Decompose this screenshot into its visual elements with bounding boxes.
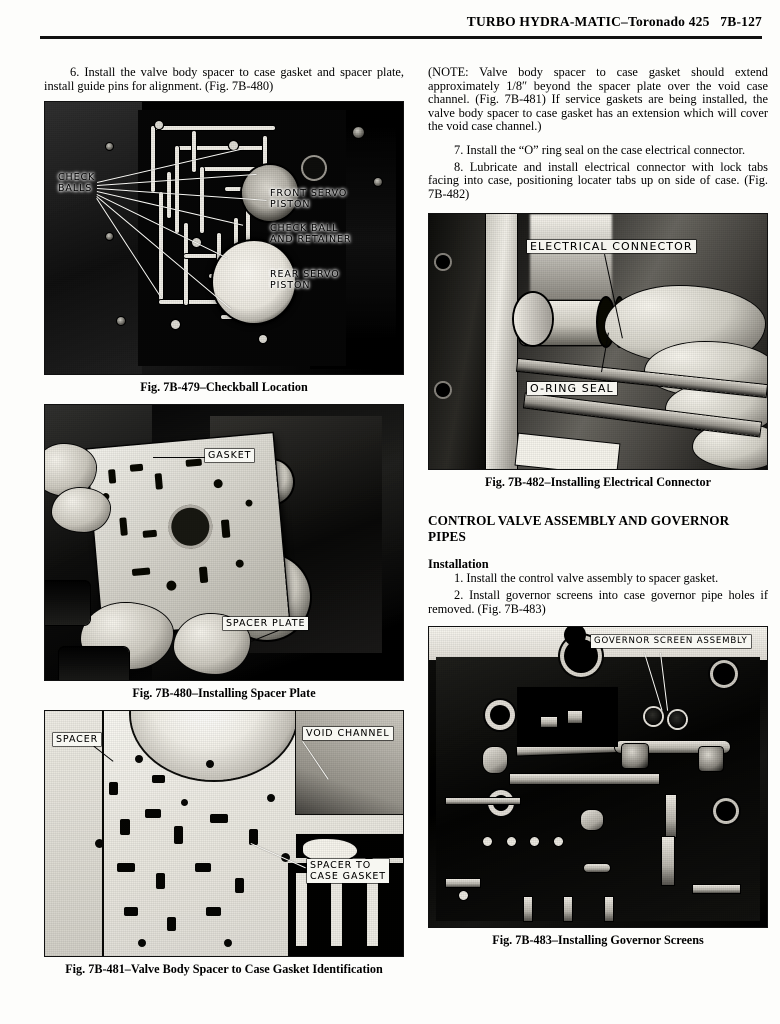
figure-7b-481: SPACER VOID CHANNEL SPACER TO CASE GASKE… [44,710,404,976]
label-void-channel: VOID CHANNEL [303,727,393,740]
label-front-servo-piston: FRONT SERVO PISTON [267,187,350,211]
figure-7b-482: ELECTRICAL CONNECTOR O-RING SEAL Fig. 7B… [428,213,768,489]
label-check-ball-retainer-line1: CHECK BALL [270,222,339,234]
label-check-ball-retainer-line2: AND RETAINER [270,234,352,246]
figure-7b-483-image: GOVERNOR SCREEN ASSEMBLY [429,627,767,928]
figure-7b-480-image: GASKET SPACER PLATE [45,405,403,681]
paragraph-step-2: 2. Install governor screens into case go… [428,587,768,616]
paragraph-note: (NOTE: Valve body spacer to case gasket … [428,65,768,134]
label-front-servo-line2: PISTON [270,199,311,211]
header-title: TURBO HYDRA-MATIC–Toronado 425 7B-127 [467,14,762,30]
label-check-balls: CHECK BALLS [55,171,98,195]
figure-7b-481-caption: Fig. 7B-481–Valve Body Spacer to Case Ga… [65,962,383,977]
label-spacer-plate: SPACER PLATE [223,617,309,630]
label-check-ball-and-retainer: CHECK BALL AND RETAINER [267,222,354,246]
figure-7b-480-caption: Fig. 7B-480–Installing Spacer Plate [132,686,316,701]
figure-7b-482-image: ELECTRICAL CONNECTOR O-RING SEAL [429,214,767,470]
label-spacer-to-case-line2: CASE GASKET [310,871,387,883]
figure-7b-480: GASKET SPACER PLATE Fig. 7B-480–Installi… [44,404,404,700]
page-header: TURBO HYDRA-MATIC–Toronado 425 7B-127 [40,14,762,42]
paragraph-step-6: 6. Install the valve body spacer to case… [44,65,404,93]
label-rear-servo-line2: PISTON [270,280,311,292]
page-number: 7B-127 [720,14,762,29]
left-column: 6. Install the valve body spacer to case… [44,65,404,976]
figure-7b-482-photo: ELECTRICAL CONNECTOR O-RING SEAL [428,213,768,471]
label-governor-screen-assembly: GOVERNOR SCREEN ASSEMBLY [591,635,751,648]
label-gasket: GASKET [205,449,255,462]
figure-7b-483-photo: GOVERNOR SCREEN ASSEMBLY [428,626,768,929]
label-spacer: SPACER [53,733,102,746]
right-column: (NOTE: Valve body spacer to case gasket … [428,65,768,947]
label-check-balls-line1: CHECK [58,171,96,183]
figure-7b-483: GOVERNOR SCREEN ASSEMBLY Fig. 7B-483–Ins… [428,626,768,947]
figure-7b-480-photo: GASKET SPACER PLATE [44,404,404,682]
label-rear-servo-line1: REAR SERVO [270,268,340,280]
paragraph-step-1: 1. Install the control valve assembly to… [454,571,719,586]
label-front-servo-line1: FRONT SERVO [270,187,348,199]
figure-7b-482-caption: Fig. 7B-482–Installing Electrical Connec… [484,475,712,490]
figure-7b-481-photo: SPACER VOID CHANNEL SPACER TO CASE GASKE… [44,710,404,958]
figure-7b-479-image: CHECK BALLS FRONT SERVO PISTON CHECK BAL… [45,102,403,375]
sub-heading-installation: Installation [428,557,489,572]
figure-7b-483-caption: Fig. 7B-483–Installing Governor Screens [492,933,704,948]
header-rule [40,36,762,39]
figure-7b-481-image: SPACER VOID CHANNEL SPACER TO CASE GASKE… [45,711,403,957]
figure-7b-479: CHECK BALLS FRONT SERVO PISTON CHECK BAL… [44,101,404,394]
label-rear-servo-piston: REAR SERVO PISTON [267,268,343,292]
header-manual-title: TURBO HYDRA-MATIC–Toronado 425 [466,14,710,29]
label-electrical-connector: ELECTRICAL CONNECTOR [527,240,696,253]
paragraph-step-7: 7. Install the “O” ring seal on the case… [454,142,746,157]
label-spacer-to-case-line1: SPACER TO [310,859,372,871]
figure-7b-479-photo: CHECK BALLS FRONT SERVO PISTON CHECK BAL… [44,101,404,376]
paragraph-step-8: 8. Lubricate and install electrical conn… [428,159,768,201]
label-o-ring-seal: O-RING SEAL [527,382,617,395]
label-check-balls-line2: BALLS [58,183,93,195]
figure-7b-479-caption: Fig. 7B-479–Checkball Location [140,380,308,395]
label-spacer-to-case-gasket: SPACER TO CASE GASKET [307,859,390,884]
section-heading-control-valve: CONTROL VALVE ASSEMBLY AND GOVERNOR PIPE… [428,513,730,545]
